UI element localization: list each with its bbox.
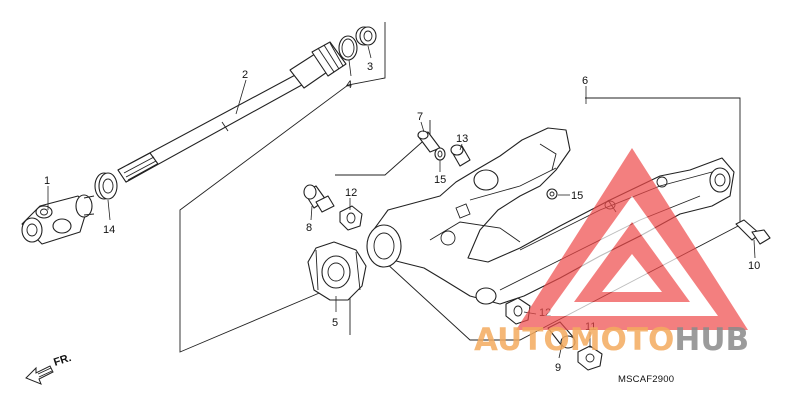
assembly-frame-pivot-top — [335, 120, 431, 176]
leader-7 — [420, 121, 425, 133]
drive-shaft — [117, 41, 347, 183]
leader-2 — [235, 79, 247, 115]
circlip — [338, 35, 358, 61]
swingarm — [366, 127, 735, 305]
callout-5: 5 — [332, 317, 338, 329]
pivot-adjust-bolt — [303, 184, 335, 213]
callout-10: 10 — [748, 260, 760, 272]
oil-seal — [94, 172, 118, 200]
front-direction-indicator: FR. — [25, 352, 73, 385]
callout-7: 7 — [417, 111, 423, 123]
callout-15a: 15 — [434, 174, 446, 186]
final-drive-housing — [307, 241, 367, 301]
callout-8: 8 — [306, 222, 312, 234]
callout-1: 1 — [44, 175, 50, 187]
leader-9 — [558, 343, 563, 359]
callout-14: 14 — [103, 224, 115, 236]
watermark-logo-mark — [516, 148, 748, 330]
callout-15b: 15 — [571, 190, 583, 202]
leader-14 — [107, 199, 111, 221]
leader-8 — [310, 205, 313, 221]
callout-13: 13 — [456, 133, 468, 145]
leader-4 — [348, 59, 352, 77]
front-label: FR. — [52, 352, 73, 369]
universal-joint — [21, 194, 95, 245]
callout-6: 6 — [582, 75, 588, 87]
bolt-10 — [735, 219, 771, 245]
leader-3 — [367, 45, 372, 59]
callout-4: 4 — [346, 79, 352, 91]
lock-nut-upper — [339, 205, 363, 231]
watermark-part2: HUB — [674, 322, 749, 358]
washer-right — [546, 188, 558, 200]
pivot-collar — [450, 144, 471, 167]
washer-upper — [434, 147, 446, 161]
watermark-wordmark: AUTOMOTOHUB — [474, 322, 749, 358]
shaft-collar — [355, 26, 377, 46]
leader-13 — [459, 143, 463, 151]
pivot-bolt-7 — [417, 130, 441, 153]
diagram-code: MSCAF2900 — [618, 374, 674, 385]
callout-3: 3 — [367, 61, 373, 73]
callout-12a: 12 — [345, 187, 357, 199]
leader-10 — [753, 239, 756, 259]
callout-2: 2 — [242, 69, 248, 81]
watermark-part1: AUTOMOTO — [474, 322, 674, 358]
watermark-triangle-inner-cut — [602, 254, 662, 292]
callout-9: 9 — [555, 362, 561, 374]
